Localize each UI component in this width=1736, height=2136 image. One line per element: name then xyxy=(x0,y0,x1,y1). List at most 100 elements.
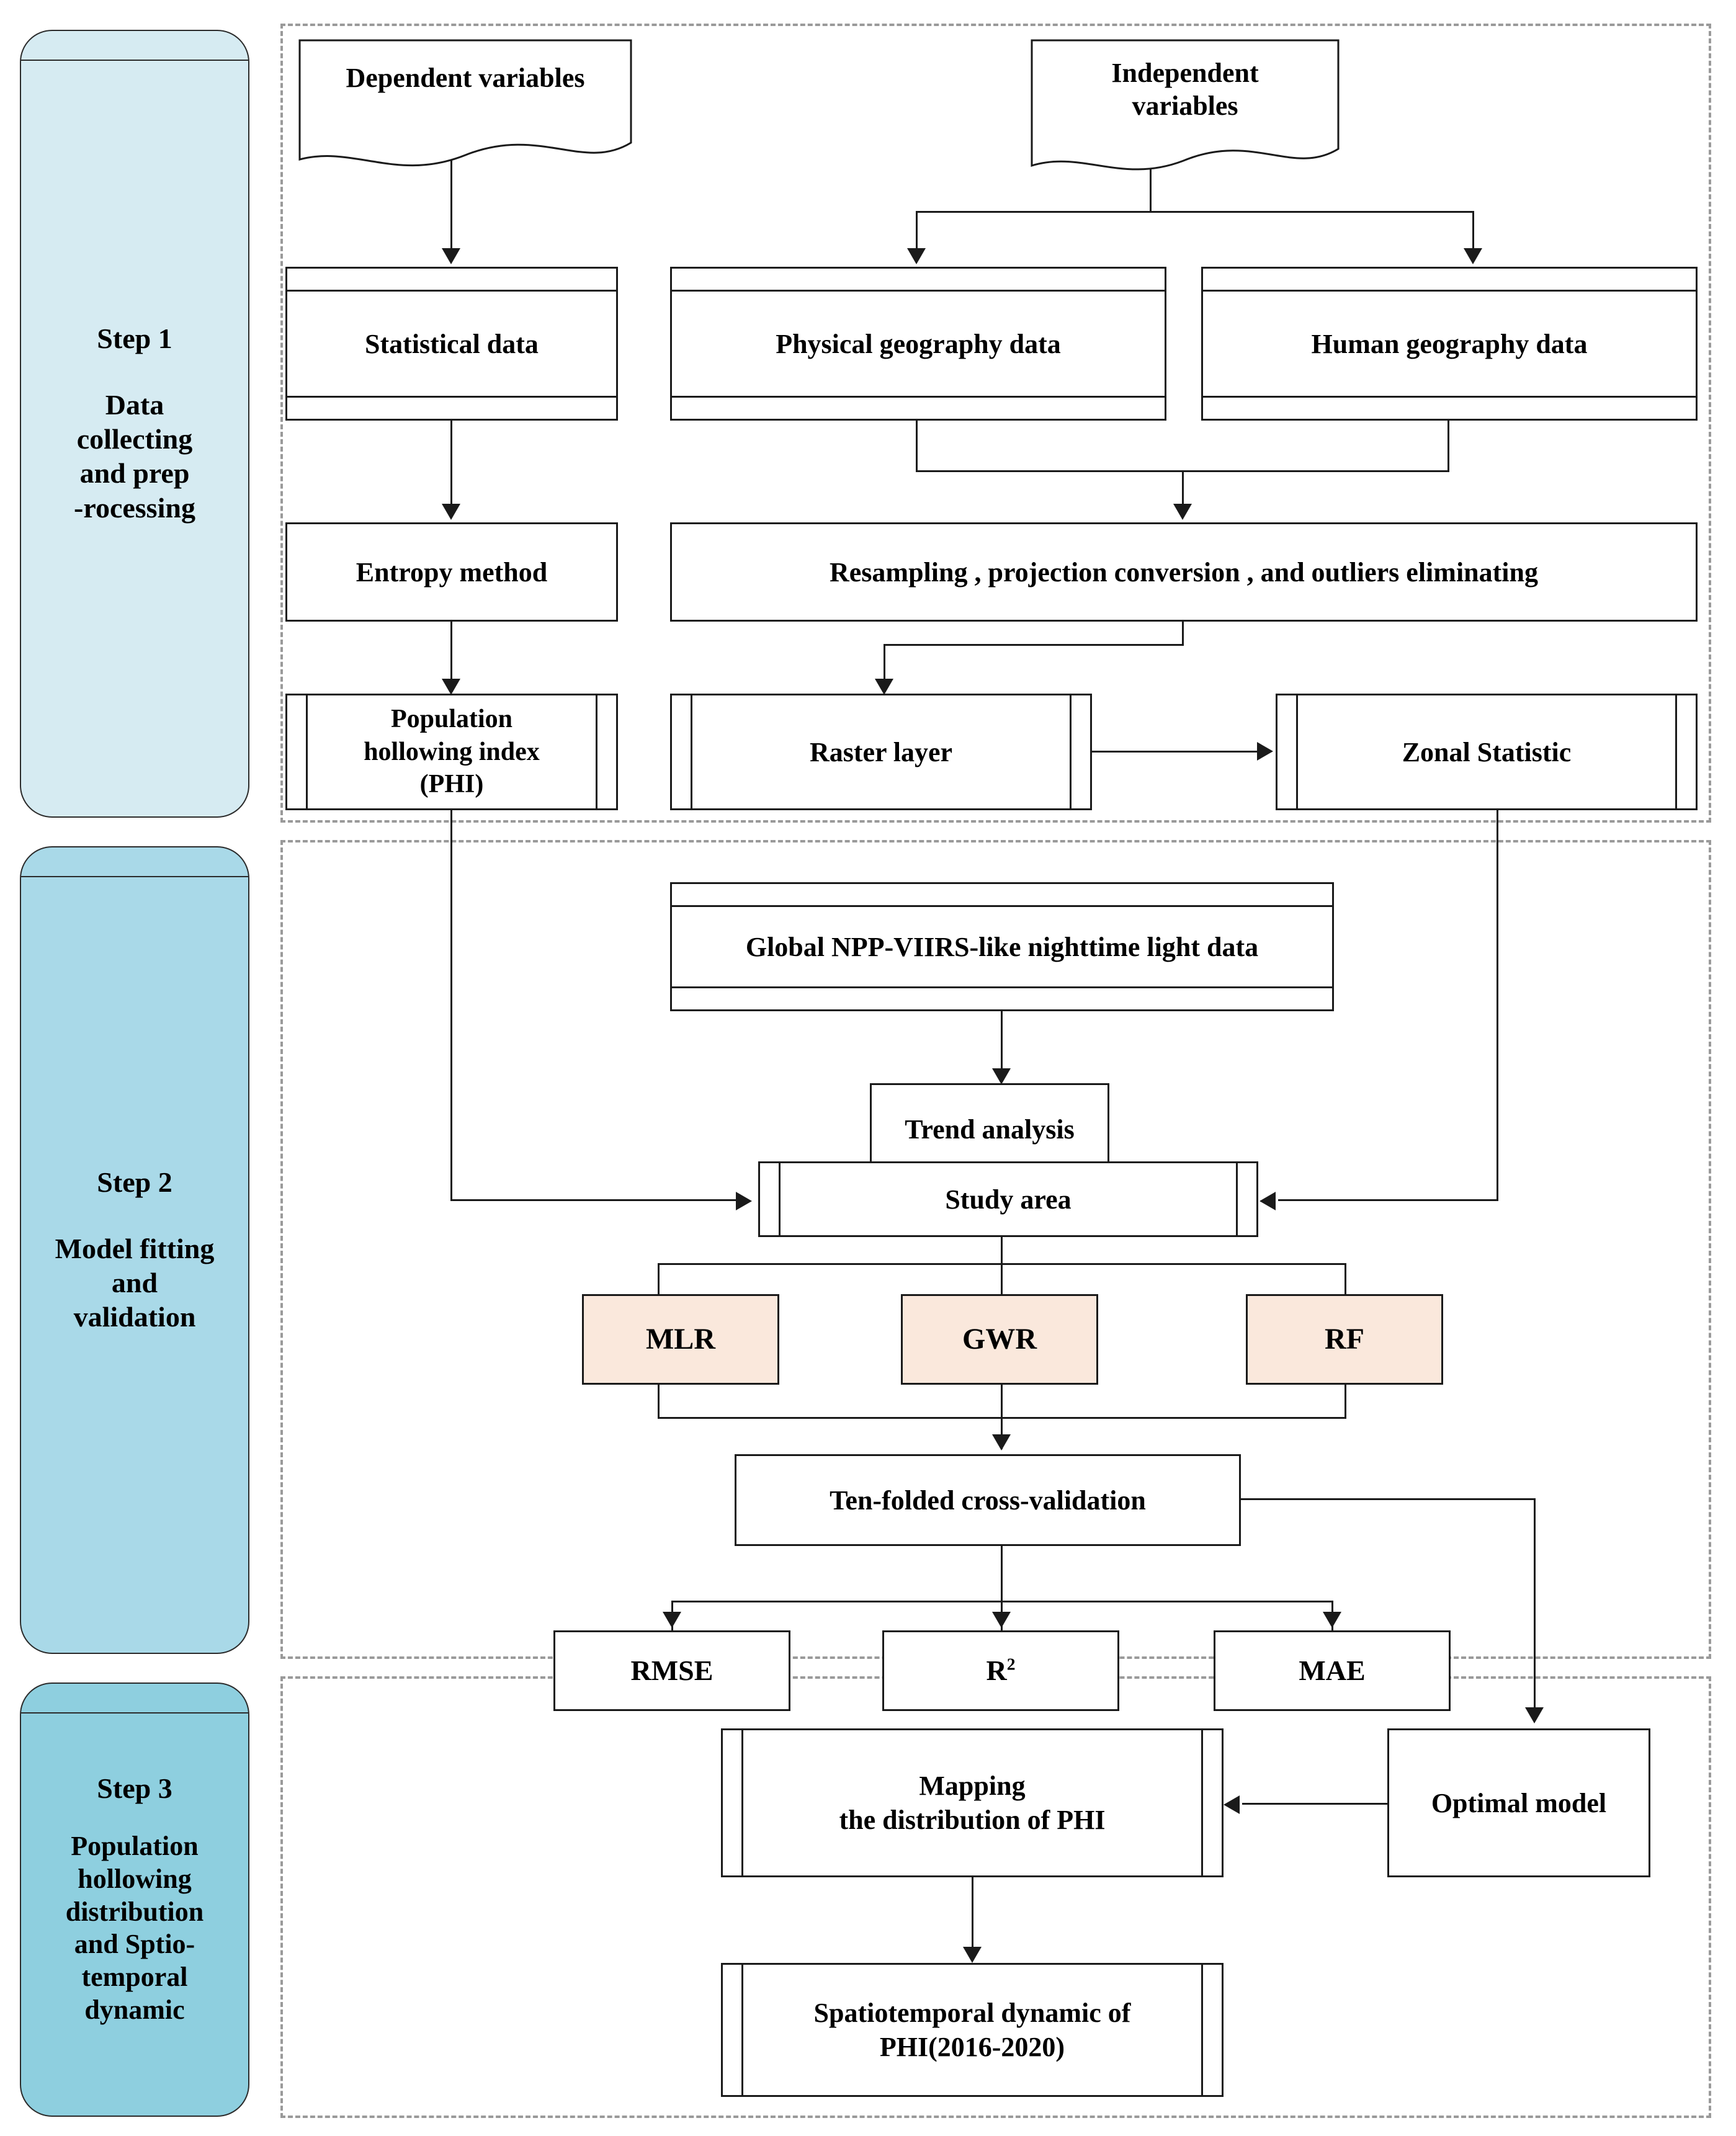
node-human-geography-data: Human geography data xyxy=(1201,267,1698,421)
arrowhead-right xyxy=(736,1192,752,1210)
zone-step-1 xyxy=(280,24,1711,823)
node-rf: RF xyxy=(1246,1294,1443,1385)
node-label-exponent: 2 xyxy=(1006,1654,1016,1674)
connector-phi-to-studyarea-v xyxy=(450,810,452,1201)
panel-lid xyxy=(21,60,248,61)
connector-jog-to-raster xyxy=(884,644,885,684)
node-cross-validation: Ten-folded cross-validation xyxy=(735,1454,1241,1546)
arrowhead-down xyxy=(663,1612,681,1628)
step2-subtitle: Model fitting and validation xyxy=(55,1232,215,1333)
arrowhead-down xyxy=(442,248,460,264)
connector-indep-split xyxy=(916,211,1474,213)
connector-mapping-to-spatiotemporal xyxy=(972,1877,973,1960)
connector-gwr-down xyxy=(1001,1385,1003,1418)
arrowhead-right xyxy=(1257,742,1273,761)
connector-merge-to-resampling xyxy=(1182,470,1184,505)
node-rmse: RMSE xyxy=(553,1630,790,1711)
arrowhead-down xyxy=(907,248,926,264)
step1-title: Step 1 xyxy=(97,323,172,355)
connector-human-down xyxy=(1447,421,1449,471)
arrowhead-down xyxy=(992,1068,1011,1084)
arrowhead-down xyxy=(1525,1707,1544,1723)
arrowhead-left xyxy=(1224,1795,1240,1814)
step-panel-step2: Step 2 Model fitting and validation xyxy=(20,846,249,1654)
node-raster-layer: Raster layer xyxy=(670,694,1092,810)
step-panel-step1: Step 1 Data collecting and prep -rocessi… xyxy=(20,30,249,818)
node-label: Statistical data xyxy=(365,328,539,359)
connector-study-down xyxy=(1001,1237,1003,1297)
node-mlr: MLR xyxy=(582,1294,779,1385)
node-label: MAE xyxy=(1299,1655,1366,1687)
connector-indep-down xyxy=(1150,155,1152,211)
arrowhead-down xyxy=(442,679,460,695)
node-independent-variables: Independent variables xyxy=(1030,38,1340,187)
node-study-area: Study area xyxy=(758,1161,1258,1237)
node-label: Raster layer xyxy=(809,736,953,767)
node-label: R2 xyxy=(980,1653,1021,1689)
step3-subtitle: Population hollowing distribution and Sp… xyxy=(65,1831,204,2026)
connector-mlr-down xyxy=(658,1385,660,1418)
node-label: Dependent variables xyxy=(346,63,585,93)
node-label: Ten-folded cross-validation xyxy=(830,1485,1146,1516)
arrowhead-down xyxy=(1464,248,1482,264)
connector-cv-to-optimal-h xyxy=(1241,1498,1536,1500)
node-mae: MAE xyxy=(1214,1630,1451,1711)
node-label: RF xyxy=(1325,1323,1364,1356)
node-dependent-variables: Dependent variables xyxy=(298,38,633,175)
node-optimal-model: Optimal model xyxy=(1387,1728,1650,1877)
step-panel-step3: Step 3 Population hollowing distribution… xyxy=(20,1682,249,2117)
connector-indep-to-physical xyxy=(916,211,918,251)
node-label: Zonal Statistic xyxy=(1402,736,1572,767)
connector-dep-to-statistical xyxy=(450,144,452,251)
node-label: RMSE xyxy=(630,1655,714,1687)
step1-subtitle: Data collecting and prep -rocessing xyxy=(74,389,195,524)
node-label: GWR xyxy=(962,1323,1037,1356)
connector-split-to-rf xyxy=(1345,1263,1346,1297)
step3-title: Step 3 xyxy=(97,1772,172,1805)
node-label: Mapping the distribution of PHI xyxy=(839,1771,1106,1835)
connector-raster-to-zonal xyxy=(1092,751,1259,753)
node-nighttime-light-data: Global NPP-VIIRS-like nighttime light da… xyxy=(670,882,1334,1011)
node-entropy-method: Entropy method xyxy=(285,522,618,622)
connector-statistical-to-entropy xyxy=(450,421,452,505)
panel-lid xyxy=(21,1712,248,1714)
node-zonal-statistic: Zonal Statistic xyxy=(1276,694,1698,810)
panel-lid xyxy=(21,876,248,877)
arrowhead-down xyxy=(1173,504,1192,520)
connector-zonal-to-studyarea-h xyxy=(1278,1199,1498,1201)
connector-entropy-to-phi xyxy=(450,622,452,684)
arrowhead-left xyxy=(1259,1192,1276,1210)
arrowhead-down xyxy=(442,504,460,520)
node-label: MLR xyxy=(646,1323,715,1356)
node-label: Trend analysis xyxy=(905,1114,1075,1145)
connector-physical-down xyxy=(916,421,918,471)
connector-resampling-down xyxy=(1182,622,1184,645)
node-label: Resampling , projection conversion , and… xyxy=(830,556,1538,588)
node-label: Human geography data xyxy=(1311,328,1588,359)
node-spatiotemporal-dynamic: Spatiotemporal dynamic of PHI(2016-2020) xyxy=(721,1963,1224,2097)
connector-optimal-to-mapping xyxy=(1242,1803,1390,1805)
connector-zonal-to-studyarea-v xyxy=(1497,810,1498,1201)
connector-merge-to-cv xyxy=(1001,1417,1003,1449)
node-label: Study area xyxy=(945,1184,1072,1215)
connector-indep-to-human xyxy=(1472,211,1474,251)
connector-phi-to-studyarea-h xyxy=(450,1199,736,1201)
connector-nightlight-to-trend xyxy=(1001,1011,1003,1072)
step2-title: Step 2 xyxy=(97,1166,172,1198)
node-label: Spatiotemporal dynamic of PHI(2016-2020) xyxy=(813,1998,1131,2062)
node-label: Optimal model xyxy=(1431,1787,1607,1818)
node-label: Independent variables xyxy=(1111,58,1259,121)
node-r2: R2 xyxy=(882,1630,1119,1711)
connector-split-to-mlr xyxy=(658,1263,660,1297)
node-label: Population hollowing index (PHI) xyxy=(364,705,540,799)
node-statistical-data: Statistical data xyxy=(285,267,618,421)
arrowhead-down xyxy=(1323,1612,1341,1628)
node-label: Entropy method xyxy=(356,556,548,588)
node-physical-geography-data: Physical geography data xyxy=(670,267,1166,421)
arrowhead-down xyxy=(963,1947,982,1963)
connector-resampling-jog xyxy=(884,644,1184,646)
node-label: Physical geography data xyxy=(776,328,1061,359)
arrowhead-down xyxy=(992,1612,1011,1628)
connector-model-split xyxy=(658,1263,1346,1265)
